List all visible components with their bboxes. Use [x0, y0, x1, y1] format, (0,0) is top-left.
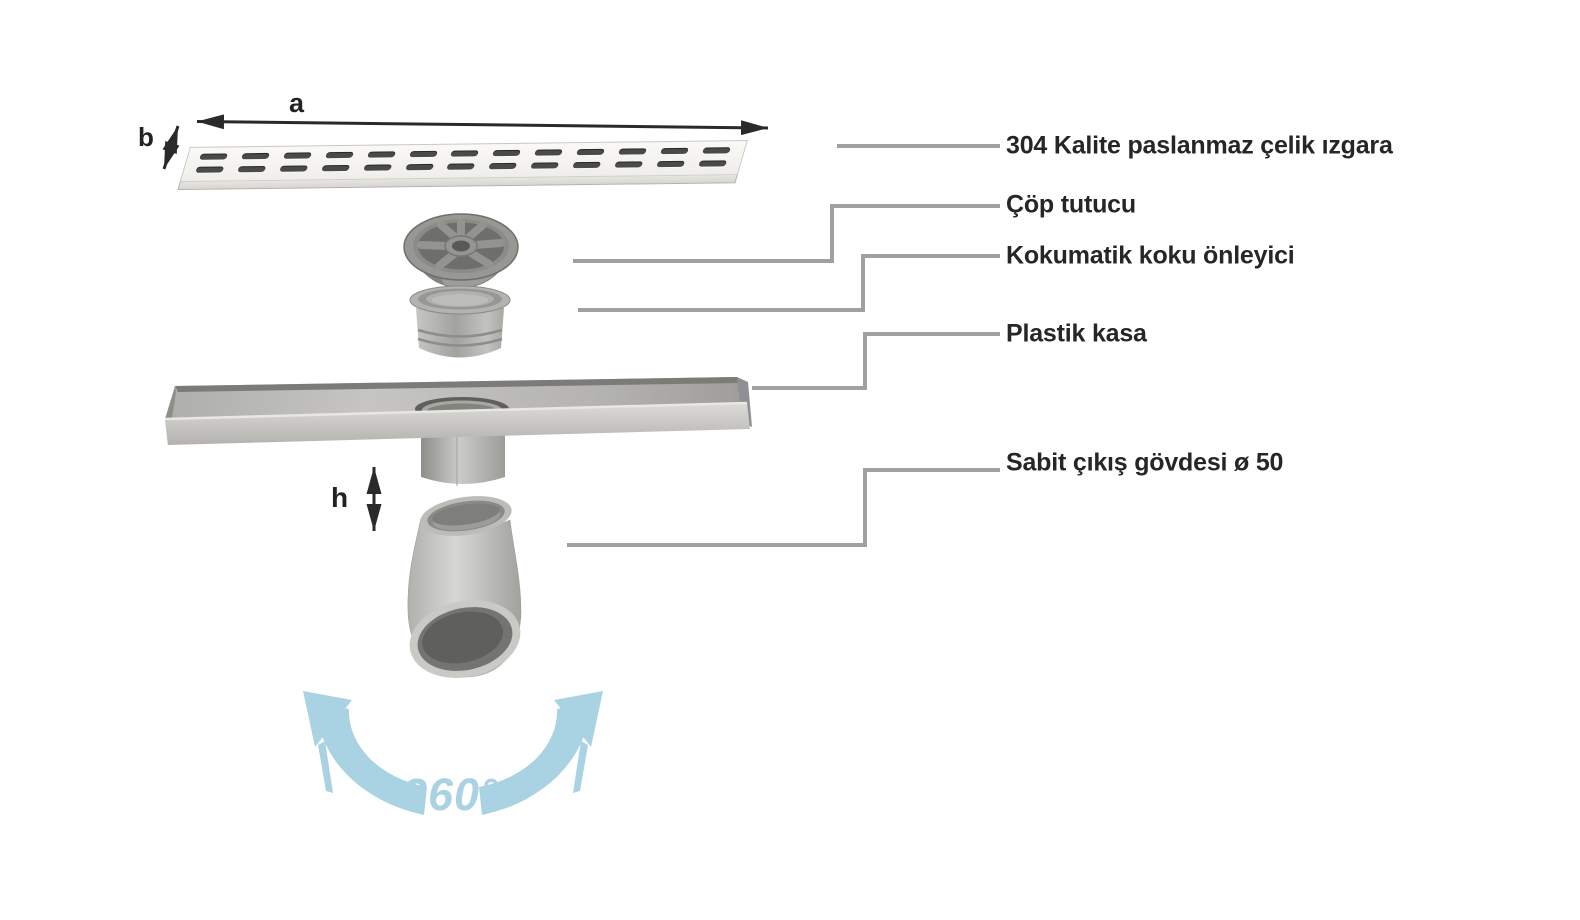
grate-slot: [488, 162, 518, 170]
grate-slot: [282, 152, 312, 159]
grate-slot-row: [199, 147, 731, 160]
dimension-arrow-b: [162, 125, 180, 170]
grate-slot: [572, 161, 602, 169]
grate-slot: [237, 165, 267, 173]
leader-lines: [567, 144, 1000, 547]
grate-slot: [698, 160, 727, 167]
part-label-plastic-case: Plastik kasa: [1006, 319, 1147, 348]
grate-slot: [321, 164, 350, 172]
grate-slot: [660, 147, 689, 155]
part-label-trash-catcher: Çöp tutucu: [1006, 190, 1136, 219]
dimension-arrow-a: [196, 114, 769, 136]
grate-slot: [492, 149, 522, 157]
grate-slot: [404, 163, 434, 171]
grate-slot: [241, 152, 270, 160]
grate-slot: [446, 163, 476, 170]
grate-slot: [614, 161, 644, 168]
grate-part: [177, 140, 748, 191]
grate-slot: [324, 151, 354, 159]
grate-slot: [701, 147, 731, 154]
trash-catcher-part: [403, 213, 519, 289]
part-label-grate: 304 Kalite paslanmaz çelik ızgara: [1006, 131, 1393, 160]
grate-slot: [656, 160, 686, 168]
grate-slot-row: [195, 160, 727, 173]
rotation-360-icon: [303, 691, 603, 815]
grate-slot: [366, 151, 396, 158]
rotation-360-label: 360°: [402, 769, 500, 820]
leader-odor-trap: [578, 254, 1000, 312]
odor-trap-part: [409, 285, 511, 358]
leader-outlet-body: [567, 468, 1000, 547]
part-label-outlet-body: Sabit çıkış gövdesi ø 50: [1006, 448, 1284, 477]
dimension-label-b: b: [138, 122, 154, 152]
grate-slot: [534, 149, 564, 156]
grate-slot: [530, 162, 560, 169]
dimension-label-h: h: [331, 482, 349, 513]
grate-slot: [576, 148, 606, 156]
grate-slot: [450, 150, 480, 157]
grate-slot: [199, 153, 228, 160]
part-label-odor-trap: Kokumatik koku önleyici: [1006, 241, 1295, 270]
grate-slot: [279, 165, 308, 172]
grate-slot: [195, 166, 225, 173]
grate-slot: [362, 164, 392, 171]
leader-plastic-case: [752, 332, 1000, 390]
plastic-case-part: [164, 377, 752, 486]
dimension-label-a: a: [289, 88, 305, 118]
grate-slot: [618, 148, 647, 155]
outlet-body-part: [407, 496, 522, 678]
leader-trash-catcher: [573, 204, 1000, 263]
grate-slot: [408, 150, 438, 158]
dimension-arrows: [162, 114, 769, 531]
